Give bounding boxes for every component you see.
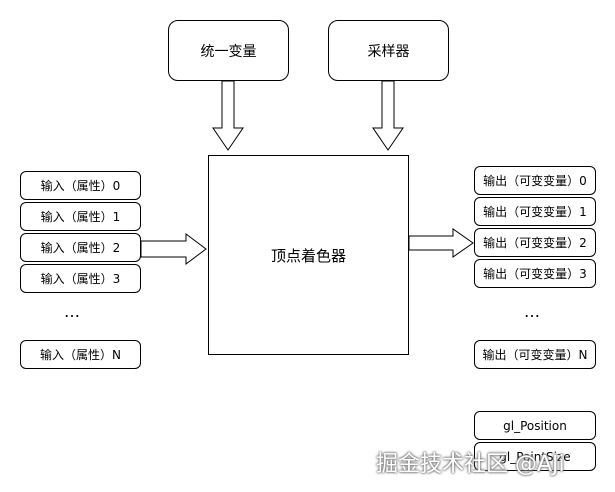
uniforms-box: 统一变量 [168, 20, 289, 81]
output-varying-0: 输出（可变变量）0 [474, 166, 596, 195]
watermark-text: 掘金技术社区 @AJi [376, 452, 565, 477]
input-right-arrow [140, 233, 207, 265]
gl-position-box: gl_Position [474, 411, 596, 440]
samplers-down-arrow [372, 80, 404, 151]
output-varying-3: 输出（可变变量）3 [474, 259, 596, 288]
input-attribute-0: 输入（属性）0 [20, 171, 141, 200]
gl-pointsize-box: gl_PointSize [474, 442, 596, 471]
vertex-shader-box: 顶点着色器 [208, 155, 409, 355]
input-attribute-n: 输入（属性）N [20, 340, 141, 369]
output-varying-1: 输出（可变变量）1 [474, 197, 596, 226]
output-right-arrow [408, 228, 474, 258]
output-ellipsis: … [524, 302, 542, 321]
input-attribute-1: 输入（属性）1 [20, 202, 141, 231]
input-ellipsis: … [64, 302, 82, 321]
uniforms-down-arrow [212, 80, 244, 151]
input-attribute-2: 输入（属性）2 [20, 233, 141, 262]
output-varying-n: 输出（可变变量）N [474, 340, 596, 369]
output-varying-2: 输出（可变变量）2 [474, 228, 596, 257]
input-attribute-3: 输入（属性）3 [20, 264, 141, 293]
